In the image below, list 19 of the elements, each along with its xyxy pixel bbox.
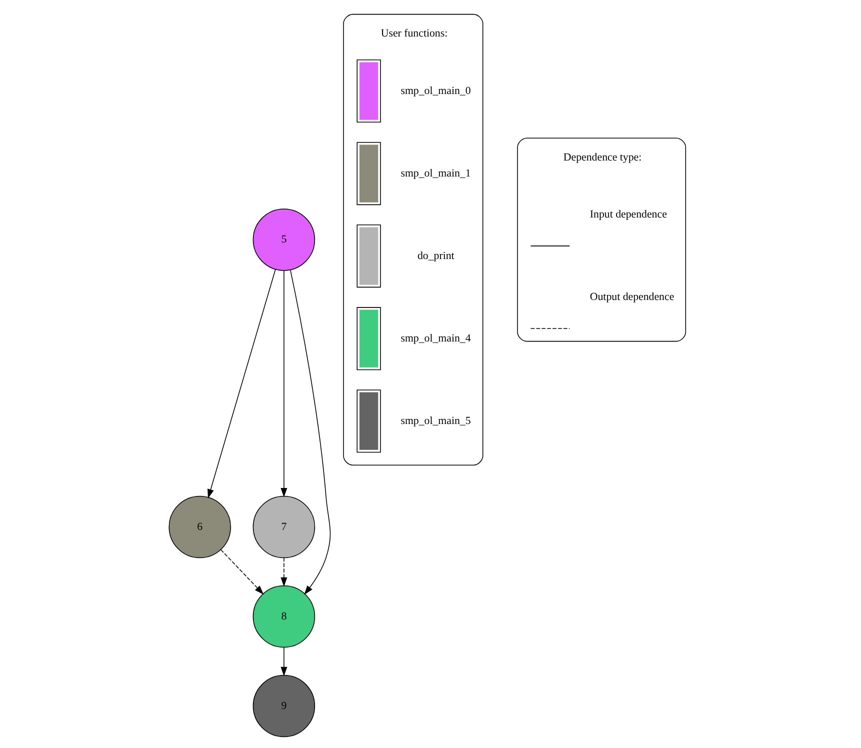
node-circle: 6: [168, 496, 231, 558]
arrow: [280, 646, 288, 676]
arrow: [208, 269, 276, 498]
node-circle: 5: [252, 208, 316, 271]
legend-label: Input dependence: [590, 208, 667, 221]
node-circle: 7: [252, 496, 316, 558]
arrow: [280, 270, 288, 498]
arrow: [280, 557, 288, 587]
label: Dependence type:: [563, 151, 642, 164]
legend-label: smp_ol_main_0: [400, 84, 471, 97]
arrow: [220, 549, 264, 595]
arrow: [290, 269, 331, 595]
legend-label: smp_ol_main_5: [400, 414, 471, 427]
legend-label: smp_ol_main_4: [400, 332, 471, 344]
label: User functions:: [380, 28, 448, 40]
node-circle: 9: [252, 674, 316, 738]
legend-label: do_print: [417, 250, 454, 262]
legend-label: Output dependence: [590, 291, 674, 304]
legend-label: smp_ol_main_1: [400, 167, 471, 180]
